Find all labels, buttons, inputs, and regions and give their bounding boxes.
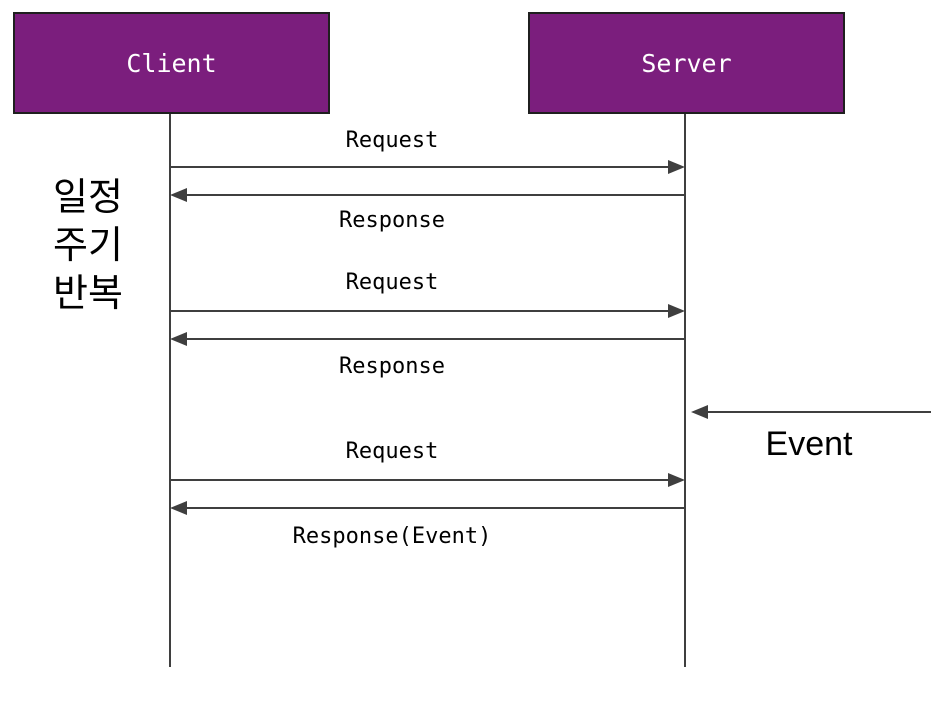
server-lifeline <box>684 114 686 667</box>
arrowhead-left-icon <box>170 188 187 202</box>
arrowhead-left-icon <box>170 501 187 515</box>
loop-annotation: 일정 주기 반복 <box>38 174 138 318</box>
loop-annotation-line-2: 주기 <box>53 225 123 267</box>
message-label-response-1: Response <box>339 208 445 233</box>
arrowhead-left-icon <box>691 405 708 419</box>
message-line-event <box>708 411 931 413</box>
arrowhead-left-icon <box>170 332 187 346</box>
message-line-response-3 <box>187 507 685 509</box>
message-line-response-2 <box>187 338 685 340</box>
message-label-response-2: Response <box>339 354 445 379</box>
message-line-response-1 <box>187 194 685 196</box>
message-label-request-1: Request <box>345 128 439 153</box>
server-actor-box: Server <box>528 12 845 114</box>
client-actor-label: Client <box>126 48 217 78</box>
arrowhead-right-icon <box>668 160 685 174</box>
client-lifeline <box>169 114 171 667</box>
message-label-request-2: Request <box>345 270 439 295</box>
message-label-request-3: Request <box>345 439 439 464</box>
message-label-event: Event <box>765 425 853 463</box>
message-line-request-2 <box>170 310 668 312</box>
message-line-request-3 <box>170 479 668 481</box>
client-actor-box: Client <box>13 12 330 114</box>
server-actor-label: Server <box>641 48 732 78</box>
message-label-response-event: Response(Event) <box>292 524 492 549</box>
loop-annotation-line-3: 반복 <box>53 273 123 315</box>
arrowhead-right-icon <box>668 304 685 318</box>
loop-annotation-line-1: 일정 <box>53 177 123 219</box>
message-line-request-1 <box>170 166 668 168</box>
arrowhead-right-icon <box>668 473 685 487</box>
